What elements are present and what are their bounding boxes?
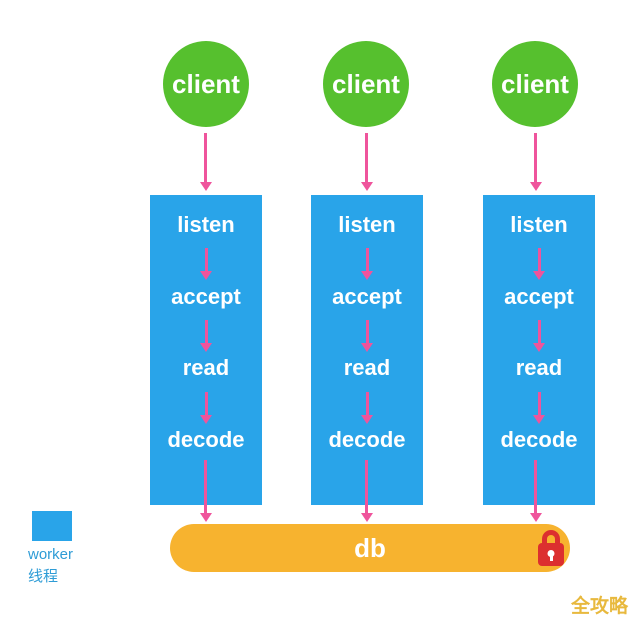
client-label: client [172, 68, 240, 99]
client-circle: client [492, 41, 578, 127]
step-label: decode [500, 426, 578, 452]
step-label: accept [171, 283, 241, 309]
arrow-down-icon [365, 248, 369, 273]
step-label: read [182, 355, 230, 381]
arrow-down-icon [534, 133, 537, 183]
arrow-down-icon [204, 391, 208, 416]
step-label: listen [338, 212, 396, 237]
arrow-down-icon [365, 460, 368, 514]
client-circle: client [163, 41, 249, 127]
step-label: decode [167, 426, 245, 452]
step-label: listen [177, 212, 235, 237]
arrow-down-icon [537, 391, 541, 416]
arrow-down-icon [204, 133, 207, 183]
arrow-down-icon [365, 391, 369, 416]
lock-shackle [542, 530, 560, 547]
arrow-down-icon [204, 248, 208, 273]
step-label: read [343, 355, 391, 381]
step-label: decode [328, 426, 406, 452]
worker-thread-column: listen accept read decode [150, 195, 262, 505]
arrow-down-icon [365, 319, 369, 344]
db-label: db [354, 532, 386, 563]
worker-thread-column: listen accept read decode [311, 195, 423, 505]
arrow-down-icon [537, 319, 541, 344]
step-label: read [515, 355, 563, 381]
legend-swatch [32, 511, 72, 541]
step-label: accept [504, 283, 574, 309]
client-label: client [332, 68, 400, 99]
arrow-down-icon [365, 133, 368, 183]
arrow-down-icon [204, 319, 208, 344]
legend-label-line1: worker [28, 546, 74, 563]
db-bar: db [170, 524, 570, 572]
legend-label: worker 线程 [28, 544, 73, 588]
arrow-down-icon [537, 248, 541, 273]
lock-icon [538, 530, 564, 566]
arrow-down-icon [534, 460, 537, 514]
step-label: accept [332, 283, 402, 309]
client-label: client [501, 68, 569, 99]
worker-thread-column: listen accept read decode [483, 195, 595, 505]
legend-label-line2: 线程 [28, 568, 59, 585]
client-circle: client [323, 41, 409, 127]
watermark: 全攻略 [570, 596, 628, 617]
lock-keyhole [547, 550, 555, 557]
arrow-down-icon [204, 460, 207, 514]
lock-body [538, 543, 564, 566]
step-label: listen [510, 212, 568, 237]
